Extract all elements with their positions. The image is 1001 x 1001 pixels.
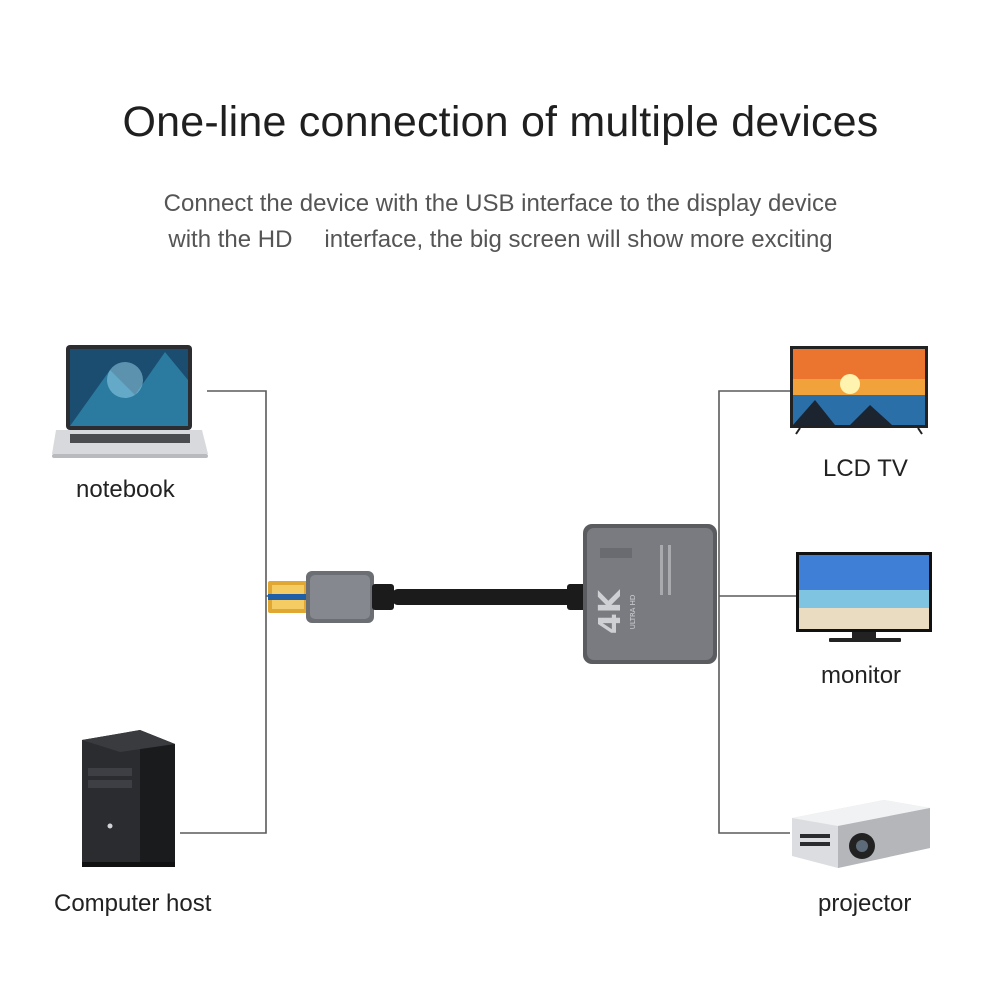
device-label-lcd-tv: LCD TV bbox=[823, 455, 908, 482]
computer-host-icon bbox=[82, 730, 175, 867]
device-label-notebook: notebook bbox=[76, 476, 175, 503]
device-label-projector: projector bbox=[818, 890, 912, 917]
monitor-icon bbox=[796, 552, 932, 642]
subtitle-line-2: with the HD interface, the big screen wil… bbox=[0, 226, 1001, 254]
usb-cable bbox=[268, 571, 590, 623]
subtitle-line-1: Connect the device with the USB interfac… bbox=[163, 190, 838, 217]
lcd-tv-icon bbox=[790, 346, 928, 435]
hub-badge: 4K bbox=[593, 588, 628, 634]
left-bracket-line bbox=[180, 390, 267, 834]
device-label-computer-host: Computer host bbox=[54, 890, 212, 917]
hub-badge-sub: ULTRA HD bbox=[629, 595, 637, 630]
hub-adapter: 4K ULTRA HD bbox=[567, 524, 717, 664]
page-title: One-line connection of multiple devices bbox=[122, 98, 879, 146]
projector-icon bbox=[792, 800, 930, 868]
device-label-monitor: monitor bbox=[821, 662, 902, 689]
subtitle-line-2-part-2: interface, the big screen will show more… bbox=[324, 226, 833, 253]
subtitle-line-2-part-1: with the HD bbox=[168, 226, 293, 253]
notebook-icon bbox=[52, 345, 208, 458]
right-bracket-line bbox=[718, 390, 790, 834]
